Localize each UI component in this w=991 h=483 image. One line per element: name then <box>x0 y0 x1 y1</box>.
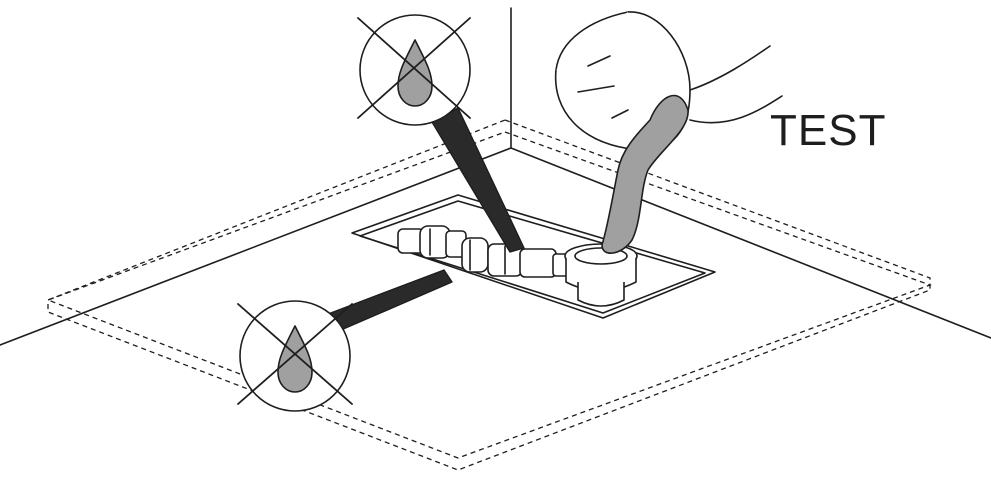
shower-tray-outline <box>46 119 932 471</box>
room-outline <box>0 7 991 346</box>
drain-trap <box>564 243 638 307</box>
test-label: TEST <box>770 106 887 155</box>
no-leak-icon <box>237 300 353 412</box>
drain-pipe <box>397 225 570 278</box>
water-stream <box>601 94 689 254</box>
no-leak-icon <box>357 14 471 126</box>
